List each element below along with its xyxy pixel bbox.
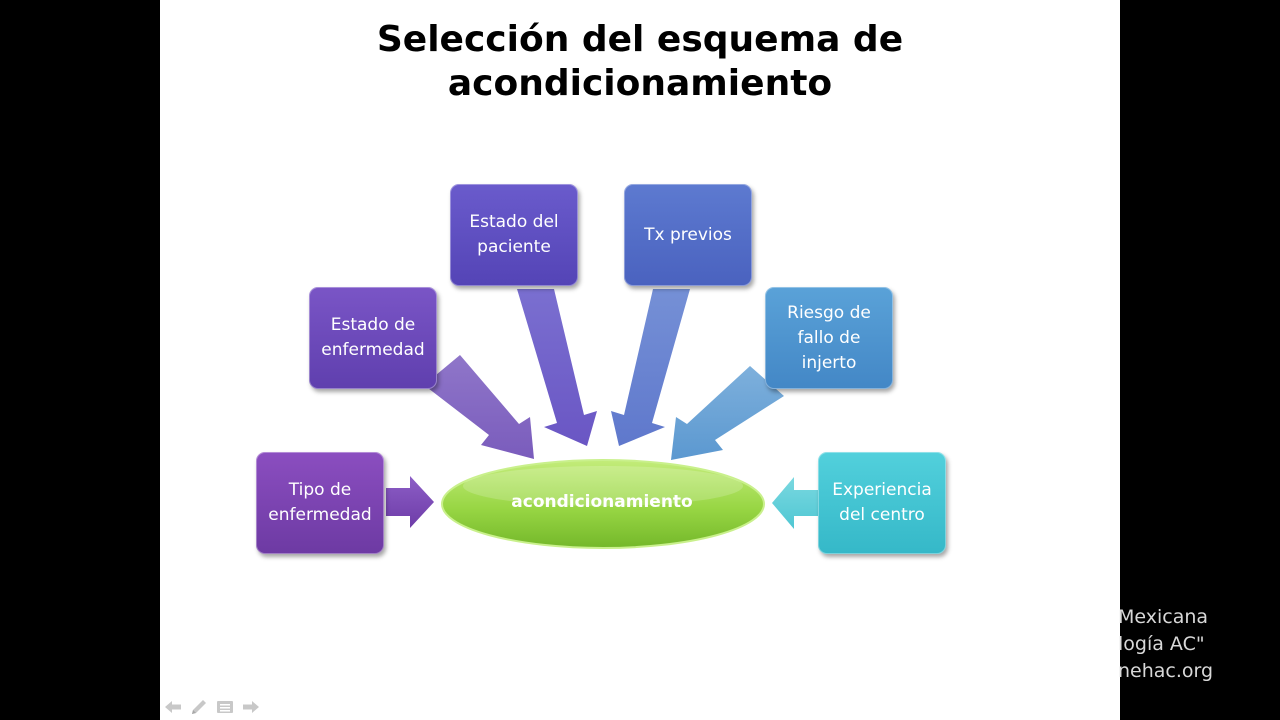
diagram-canvas bbox=[386, 289, 818, 549]
watermark: Mexicana logía AC" nehac.org bbox=[1118, 604, 1280, 685]
arrow-left-icon[interactable] bbox=[163, 697, 183, 717]
watermark-line-1: Mexicana bbox=[1118, 606, 1209, 628]
arrow-tipo bbox=[386, 476, 434, 528]
arrow-tx-previos bbox=[611, 289, 690, 446]
arrow-experiencia bbox=[772, 477, 818, 529]
arrow-estado-paciente bbox=[517, 289, 597, 446]
arrow-estado-enfermedad bbox=[424, 355, 534, 459]
menu-icon[interactable] bbox=[215, 697, 235, 717]
box-label: Tx previos bbox=[644, 224, 732, 245]
slide-navigation bbox=[163, 696, 261, 718]
slide: Selección del esquema de acondicionamien… bbox=[160, 0, 1120, 720]
center-label: acondicionamiento bbox=[511, 492, 693, 512]
slide-title-line-1: Selección del esquema de bbox=[376, 19, 904, 60]
box-tx-previos: Tx previos bbox=[624, 184, 752, 286]
slide-title-line-2: acondicionamiento bbox=[447, 63, 833, 104]
watermark-line-2: logía AC" bbox=[1118, 633, 1205, 655]
slide-title: Selección del esquema de acondicionamien… bbox=[160, 18, 1120, 106]
watermark-line-3: nehac.org bbox=[1118, 660, 1214, 682]
pen-icon[interactable] bbox=[189, 697, 209, 717]
arrow-riesgo bbox=[671, 366, 784, 460]
center-ellipse-highlight bbox=[463, 466, 743, 506]
center-ellipse bbox=[441, 459, 765, 549]
arrow-right-icon[interactable] bbox=[241, 697, 261, 717]
